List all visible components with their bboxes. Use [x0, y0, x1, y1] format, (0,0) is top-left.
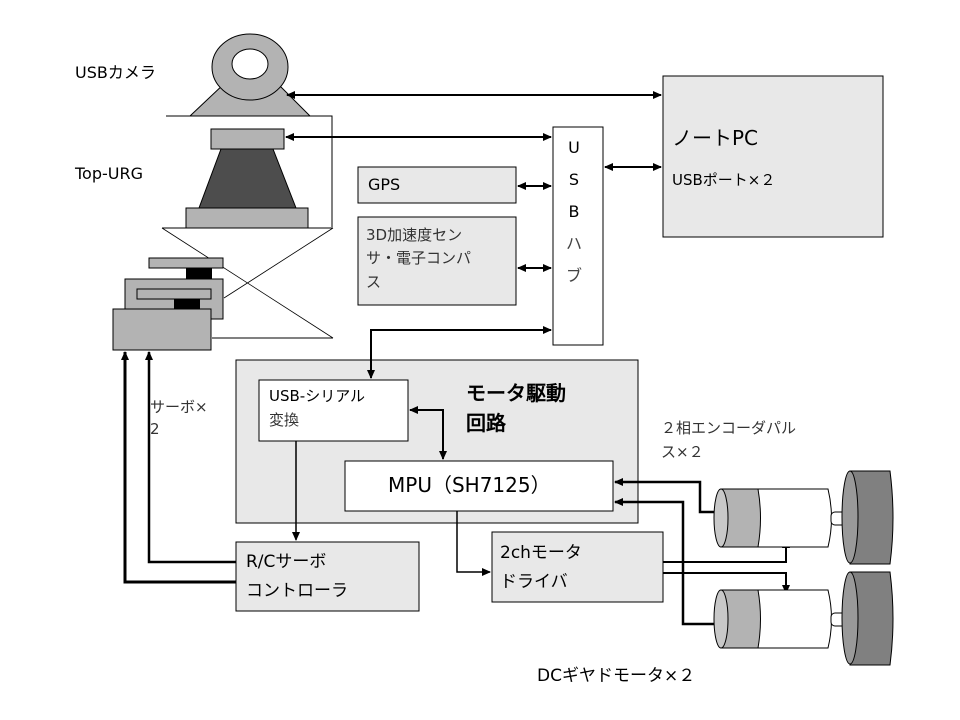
mpu-driver-link	[456, 511, 491, 576]
sensor-label-line1: 3D加速度セン	[366, 226, 463, 244]
sensor-label: 3D加速度セン サ・電子コンパ ス	[366, 224, 471, 294]
rc-servo-controller-box	[235, 541, 420, 612]
sensor-label-line2: サ・電子コンパ	[366, 249, 472, 268]
servo-count-line1: サーボ×	[150, 398, 208, 416]
servo-count-line2: 2	[150, 420, 160, 438]
sensor-label-line3: ス	[366, 272, 382, 291]
usb-hub-char-u: U	[568, 138, 580, 157]
encoder1-mpu-link	[614, 478, 715, 514]
rc-servo-label-line2: コントローラ	[246, 581, 348, 601]
gps-label: GPS	[368, 175, 401, 194]
dc-motor-1-icon	[713, 470, 894, 565]
usb-serial-label-line1: USB-シリアル	[269, 387, 366, 405]
usb-serial-label: USB-シリアル 変換	[269, 384, 365, 432]
note-pc-subtitle: USBポート×２	[672, 171, 776, 189]
usb-serial-label-line2: 変換	[269, 411, 300, 429]
motor-driver-box	[491, 531, 664, 603]
dc-motors-label: DCギヤドモータ×２	[537, 666, 696, 686]
usb-hub-char-s: S	[568, 170, 580, 189]
encoder-pulse-line2: ス×２	[661, 443, 704, 461]
encoder-pulse-line1: ２相エンコーダパル	[661, 419, 797, 437]
rc-servo-label-line1: R/Cサーボ	[246, 552, 327, 572]
usb-hub-char-bu: ブ	[565, 266, 582, 285]
sensor-box	[357, 216, 517, 306]
gps-box	[357, 166, 517, 204]
motor-circuit-label: モータ駆動 回路	[466, 378, 566, 438]
hub-usbserial-link	[367, 326, 552, 379]
usb-hub-char-b: B	[568, 202, 580, 221]
usb-camera-label: USBカメラ	[75, 63, 156, 82]
motor-driver-label: 2chモータ ドライバ	[500, 539, 582, 597]
connection-lines	[121, 91, 790, 626]
motor-circuit-label-line1: モータ駆動	[466, 381, 566, 405]
note-pc-box	[662, 75, 884, 238]
mpu-label: MPU（SH7125）	[388, 473, 551, 497]
usb-hub-box	[552, 126, 604, 346]
rc-servo-controller-label: R/Cサーボ コントローラ	[246, 548, 348, 606]
usb-serial-box	[258, 379, 409, 442]
usb-hub-char-ha: ハ	[565, 234, 582, 253]
motor-circuit-label-line2: 回路	[466, 411, 506, 435]
usb-hub-label: U S B ハ ブ	[553, 132, 595, 292]
rc-servo2-link	[121, 351, 236, 584]
servo-unit-icon	[112, 257, 224, 351]
note-pc-title: ノートPC	[672, 126, 759, 150]
rc-servo1-link	[145, 351, 236, 564]
usbserial-mpu-link	[409, 406, 447, 460]
mpu-box	[344, 460, 614, 512]
top-urg-label: Top-URG	[75, 164, 143, 183]
motor-driver-label-line2: ドライバ	[500, 572, 568, 592]
dc-motor-2-icon	[713, 571, 894, 666]
usb-camera-icon	[188, 33, 312, 117]
top-urg-icon	[185, 128, 309, 229]
driver-motor2-link	[663, 572, 790, 594]
motor-driver-label-line1: 2chモータ	[500, 543, 582, 563]
